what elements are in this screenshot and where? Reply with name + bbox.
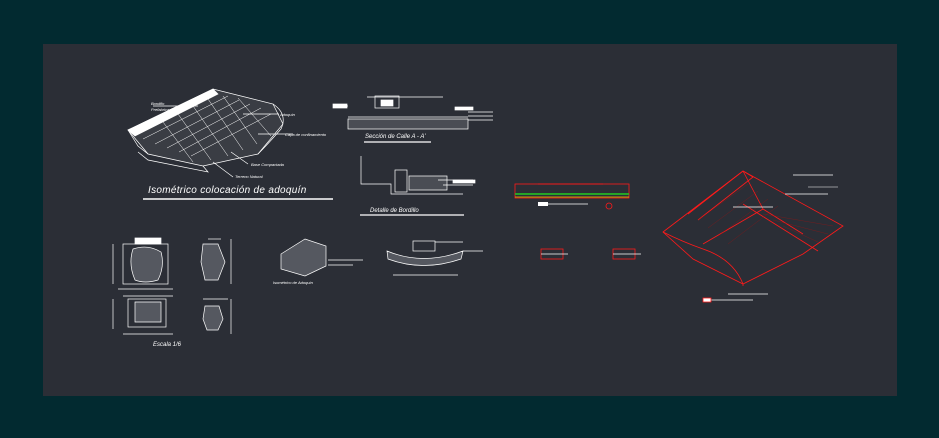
block-details xyxy=(112,237,483,335)
isometrico-adoquin-label: Isométrico de Adoquín xyxy=(273,280,313,285)
isometrico-title: Isométrico colocación de adoquín xyxy=(148,185,307,196)
detalle-bordillo-title: Detalle de Bordillo xyxy=(370,208,419,214)
cad-drawing-area: Bordillo Prefabricado Adoquín Capa de co… xyxy=(43,44,897,396)
isometric-paving-drawing xyxy=(127,88,333,200)
label-capa-confinamiento: Capa de confinamiento xyxy=(285,132,327,137)
street-section-drawing xyxy=(332,95,493,143)
label-base-compactada: Base Compactada xyxy=(251,162,284,167)
label-bordillo-sub: Prefabricado xyxy=(151,107,174,112)
red-isometric-paving xyxy=(662,170,844,303)
curb-detail-drawing xyxy=(360,156,476,216)
seccion-calle-title: Sección de Calle A - A' xyxy=(365,134,426,140)
escala-label: Escala 1/6 xyxy=(153,342,182,348)
cad-linework xyxy=(112,88,844,335)
label-terreno-natural: Terreno Natural xyxy=(235,174,263,179)
red-road-section xyxy=(514,183,630,210)
label-bordillo: Bordillo xyxy=(151,101,165,106)
red-small-details xyxy=(540,248,641,260)
label-adoquin: Adoquín xyxy=(280,112,295,117)
